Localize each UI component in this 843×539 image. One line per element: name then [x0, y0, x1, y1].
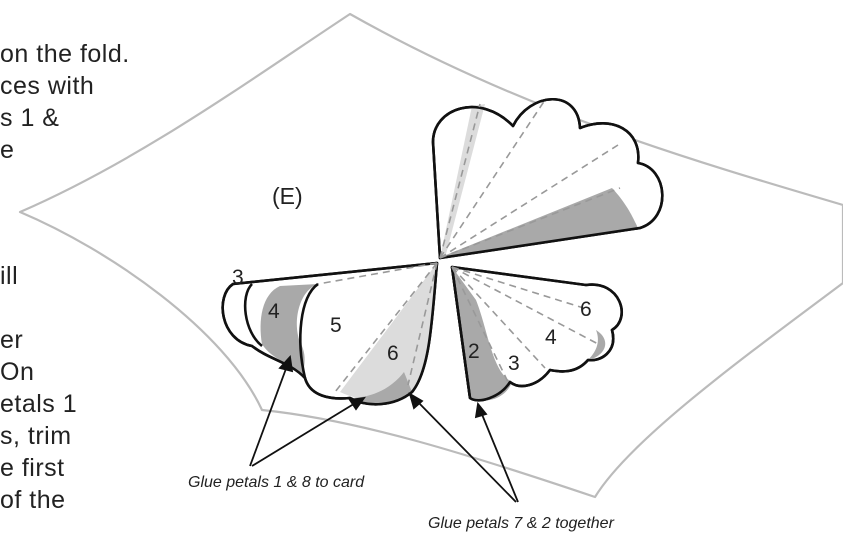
left-fold-shade [350, 372, 412, 405]
glue-together-caption: Glue petals 7 & 2 together [428, 515, 615, 532]
instruction-line: er [0, 326, 24, 354]
instruction-line: e [0, 136, 15, 164]
instruction-line: of the [0, 486, 66, 514]
left-petal-fan [221, 261, 439, 406]
instruction-line: etals 1 [0, 390, 78, 418]
petal-number: 3 [508, 352, 520, 375]
instruction-line: on the fold. [0, 40, 130, 68]
instruction-line: On [0, 358, 35, 386]
upper-petal-fan [431, 97, 664, 260]
card-outline [18, 12, 843, 499]
petal-number: 4 [545, 326, 557, 349]
petal-number: 4 [268, 300, 280, 323]
petal-number: 6 [387, 342, 399, 365]
glue-arrows [249, 354, 519, 503]
left-fold-shade [340, 263, 437, 401]
petal-number: 3 [232, 266, 244, 289]
instruction-line: ces with [0, 72, 95, 100]
left-fold-shade [260, 284, 318, 378]
instruction-line: ill [0, 262, 19, 290]
petal-number: 6 [580, 298, 592, 321]
upper-fold-shade [440, 104, 485, 258]
upper-fold-shade [441, 188, 638, 257]
step-label: (E) [272, 183, 303, 209]
glue-card-caption: Glue petals 1 & 8 to card [188, 474, 365, 491]
petal-number: 2 [468, 340, 480, 363]
instruction-line: s, trim [0, 422, 72, 450]
instruction-line: s 1 & [0, 104, 60, 132]
petal-number: 5 [330, 314, 342, 337]
instruction-line: e first [0, 454, 65, 482]
right-petal-fan [450, 265, 623, 402]
right-fold-shade [588, 330, 606, 360]
